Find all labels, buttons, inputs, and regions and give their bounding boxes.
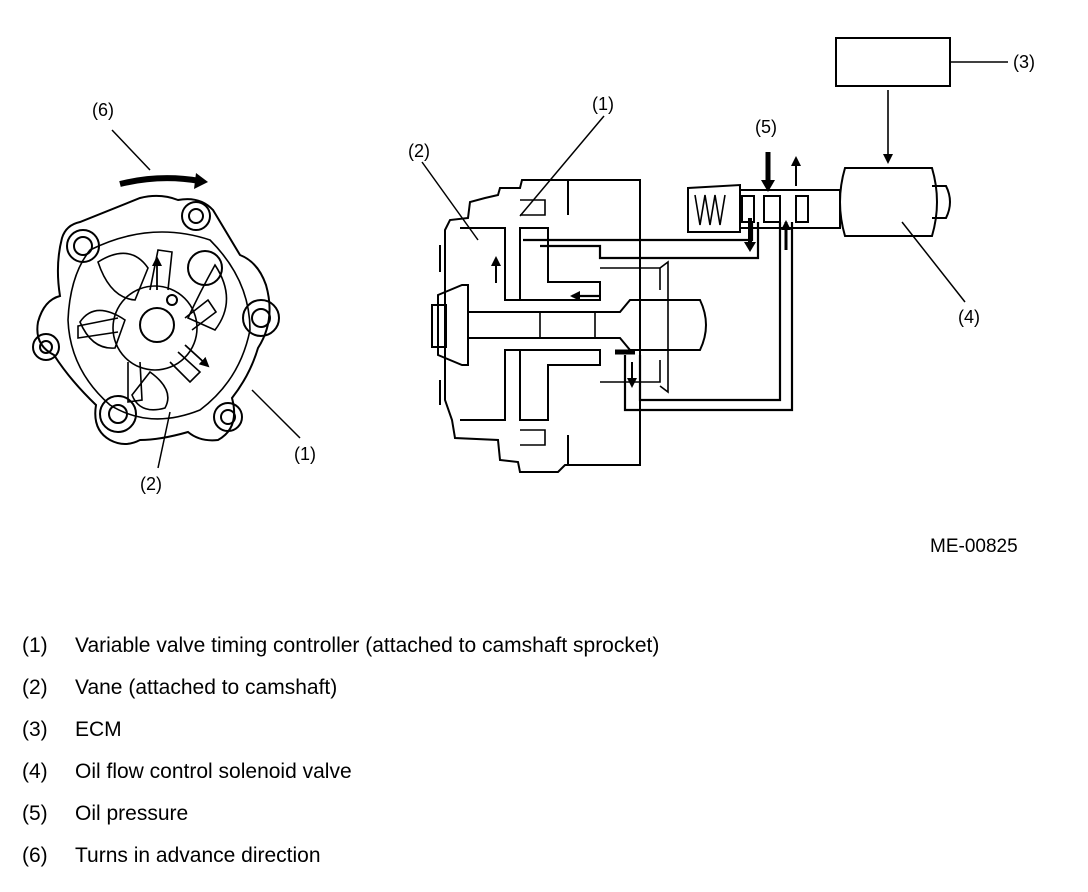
controller-cross-section: [431, 179, 707, 473]
callout-right-5: (5): [755, 117, 777, 137]
legend-item: (4) Oil flow control solenoid valve: [22, 760, 659, 802]
legend-text: Vane (attached to camshaft): [75, 676, 338, 699]
legend-item: (1) Variable valve timing controller (at…: [22, 634, 659, 676]
callout-left-6: (6): [92, 100, 114, 120]
legend-item: (3) ECM: [22, 718, 659, 760]
legend-text: Turns in advance direction: [75, 844, 321, 867]
callout-right-1: (1): [592, 94, 614, 114]
legend-list: (1) Variable valve timing controller (at…: [22, 634, 659, 886]
legend-number: (2): [22, 676, 48, 699]
legend-text: ECM: [75, 718, 122, 741]
legend-number: (3): [22, 718, 48, 741]
callout-left-1: (1): [294, 444, 316, 464]
legend-item: (2) Vane (attached to camshaft): [22, 676, 659, 718]
legend-text: Oil flow control solenoid valve: [75, 760, 352, 783]
callout-right-4: (4): [958, 307, 980, 327]
figure-code: ME-00825: [930, 536, 1018, 557]
legend-item: (6) Turns in advance direction: [22, 844, 659, 886]
rotation-arrow: [119, 175, 201, 187]
valve-timing-diagram: (6) (1) (2): [32, 37, 1035, 494]
legend-number: (4): [22, 760, 48, 783]
legend-number: (6): [22, 844, 48, 867]
oil-flow-control-solenoid: [839, 167, 951, 237]
ecm-box: [835, 37, 951, 87]
spool-valve: [687, 183, 841, 233]
callout-right-2: (2): [408, 141, 430, 161]
legend-item: (5) Oil pressure: [22, 802, 659, 844]
legend-text: Oil pressure: [75, 802, 189, 825]
callout-right-3: (3): [1013, 52, 1035, 72]
callout-left-2: (2): [140, 474, 162, 494]
controller-front-view: [32, 194, 280, 445]
legend-number: (1): [22, 634, 48, 657]
legend-number: (5): [22, 802, 48, 825]
legend-text: Variable valve timing controller (attach…: [75, 634, 660, 657]
